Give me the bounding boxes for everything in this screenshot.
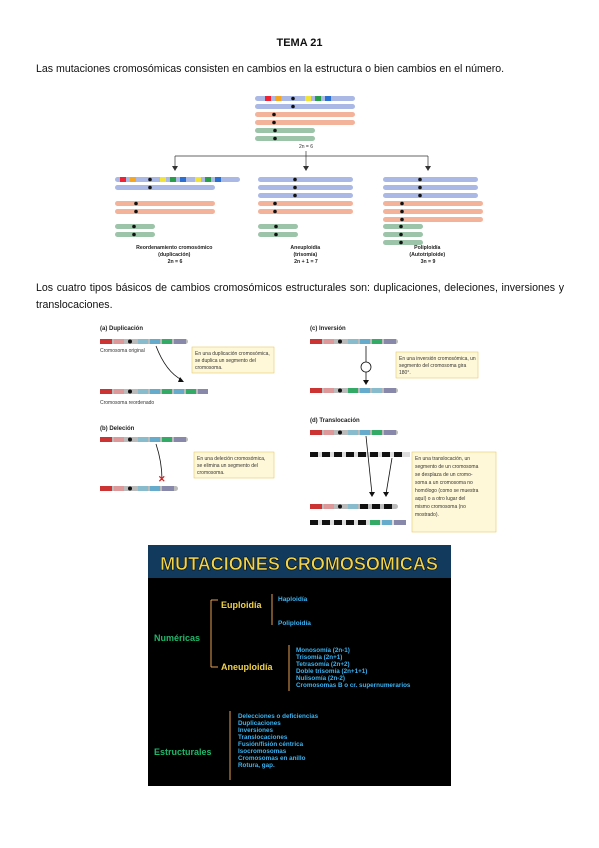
trans-note-1: En una translocación, un — [415, 456, 470, 462]
inv-note-1: En una inversión cromosómica, un — [399, 356, 476, 362]
slide-title: MUTACIONES CROMOSOMICAS — [160, 554, 438, 574]
poliploidia-item: Poliploidía — [278, 620, 311, 627]
trans-note-2: segmento de un cromosoma — [415, 464, 479, 470]
top-label: 2n = 6 — [299, 144, 313, 150]
left-caption-1: Reordenamiento cromosómico — [136, 245, 212, 251]
dup-title: (a) Duplicación — [100, 326, 143, 332]
mutations-slide: MUTACIONES CROMOSOMICAS Numéricas Euploi… — [148, 545, 451, 786]
inv-result-chromosome — [310, 388, 398, 393]
aneu-item: Tetrasomía (2n+2) — [296, 661, 350, 668]
types-paragraph: Los cuatro tipos básicos de cambios crom… — [36, 282, 564, 311]
right-caption-2: (Autotriploide) — [409, 252, 445, 258]
estr-item: Delecciones o deficiencias — [238, 713, 319, 720]
aneu-item: Nulisomía (2n-2) — [296, 675, 345, 682]
euploidia-label: Euploidía — [221, 600, 262, 610]
rotation-icon — [360, 361, 372, 373]
estructurales-label: Estructurales — [154, 747, 212, 757]
del-result-chromosome — [100, 486, 178, 491]
svg-text:Aneuploidía (trisomía): Aneuploidía (trisomía) 2n + 1 = 7 — [290, 245, 321, 265]
del-note-2: se elimina un segmento del — [197, 463, 258, 469]
aneu-item: Doble trisomía (2n+1+1) — [296, 668, 367, 675]
trans-result-2 — [310, 520, 406, 525]
dup-original-label: Cromosoma original — [100, 348, 145, 354]
dup-reordered-chromosome — [100, 389, 208, 394]
svg-text:Poliploidía (Autotriploide: Poliploidía (Autotriploide) 3n = 9 — [409, 245, 446, 265]
page-title: TEMA 21 — [276, 37, 323, 49]
polyploidy-chromosomes — [383, 177, 483, 245]
del-original-chromosome — [100, 437, 188, 442]
estr-item: Fusión/fisión céntrica — [238, 741, 304, 748]
estr-item: Rotura, gap. — [238, 762, 275, 769]
chromosome-number-figure: 2n = 6 — [115, 96, 483, 265]
trans-result-1 — [310, 504, 398, 509]
mid-caption-2: (trisomía) — [293, 252, 317, 258]
inv-note-2: segmento del cromosoma gira — [399, 363, 466, 369]
svg-text:En una inversión cromosómica,: En una inversión cromosómica, un segment… — [399, 356, 477, 376]
aneu-item: Trisomía (2n+1) — [296, 654, 342, 661]
estr-item: Duplicaciones — [238, 720, 281, 727]
trans-note-4: soma a un cromosoma no — [415, 480, 473, 486]
duplication-chromosomes — [115, 177, 240, 237]
trans-note-6: aquí) o a otro lugar del — [415, 496, 465, 502]
svg-text:En una deleción cromosómica,: En una deleción cromosómica, se elimina … — [197, 456, 267, 476]
mid-caption-1: Aneuploidía — [290, 245, 320, 251]
trans-chromosome-1 — [310, 430, 398, 435]
trisomy-chromosomes — [258, 177, 353, 237]
dup-original-chromosome — [100, 339, 188, 344]
aneuploidia-list: Monosomía (2n-1) Trisomía (2n+1) Tetraso… — [296, 647, 411, 689]
inv-original-chromosome — [310, 339, 398, 344]
del-note-3: cromosoma. — [197, 470, 225, 476]
svg-text:En una duplicación cromosómica: En una duplicación cromosómica, se dupli… — [195, 351, 271, 371]
right-caption-1: Poliploidía — [414, 245, 440, 251]
left-caption-3: 2n = 6 — [168, 259, 183, 265]
haploidia-item: Haploidía — [278, 596, 308, 603]
dup-note-2: se duplica un segmento del — [195, 358, 256, 364]
aneu-item: Monosomía (2n-1) — [296, 647, 350, 654]
trans-note-3: se desplaza de un cromo- — [415, 472, 473, 478]
top-chromosome-set — [255, 96, 355, 141]
trans-note-7: mismo cromosoma (no — [415, 504, 466, 510]
intro-paragraph: Las mutaciones cromosómicas consisten en… — [36, 63, 505, 75]
estructurales-list: Delecciones o deficiencias Duplicaciones… — [238, 713, 319, 769]
aneu-item: Cromosomas B o cr. supernumerarios — [296, 682, 411, 689]
estr-item: Cromosomas en anillo — [238, 755, 306, 762]
estr-item: Isocromosomas — [238, 748, 287, 755]
aneuploidia-label: Aneuploidía — [221, 662, 273, 672]
svg-text:En una translocación, un s: En una translocación, un segmento de un … — [415, 456, 480, 518]
estr-item: Inversiones — [238, 727, 273, 734]
del-note-1: En una deleción cromosómica, — [197, 456, 265, 462]
dup-note-1: En una duplicación cromosómica, — [195, 351, 270, 357]
structural-changes-figure: (a) Duplicación Cromosoma original En un… — [100, 326, 497, 533]
right-caption-3: 3n = 9 — [421, 259, 436, 265]
svg-text:Reordenamiento cromosómico: Reordenamiento cromosómico (duplicación)… — [136, 245, 214, 265]
trans-note-8: mostrado). — [415, 512, 439, 518]
inv-title: (c) Inversión — [310, 326, 346, 332]
mid-caption-3: 2n + 1 = 7 — [294, 259, 318, 265]
estr-item: Translocaciones — [238, 734, 288, 741]
delete-x-icon: ✕ — [158, 474, 166, 484]
trans-chromosome-2 — [310, 452, 410, 457]
inv-note-3: 180°. — [399, 370, 411, 376]
trans-title: (d) Translocación — [310, 418, 360, 424]
trans-note-5: homólogo (como se muestra — [415, 488, 479, 494]
left-caption-2: (duplicación) — [158, 252, 191, 258]
del-title: (b) Deleción — [100, 426, 135, 432]
dup-reordered-label: Cromosoma reordenado — [100, 400, 154, 406]
dup-note-3: cromosoma. — [195, 365, 223, 371]
numericas-label: Numéricas — [154, 633, 200, 643]
